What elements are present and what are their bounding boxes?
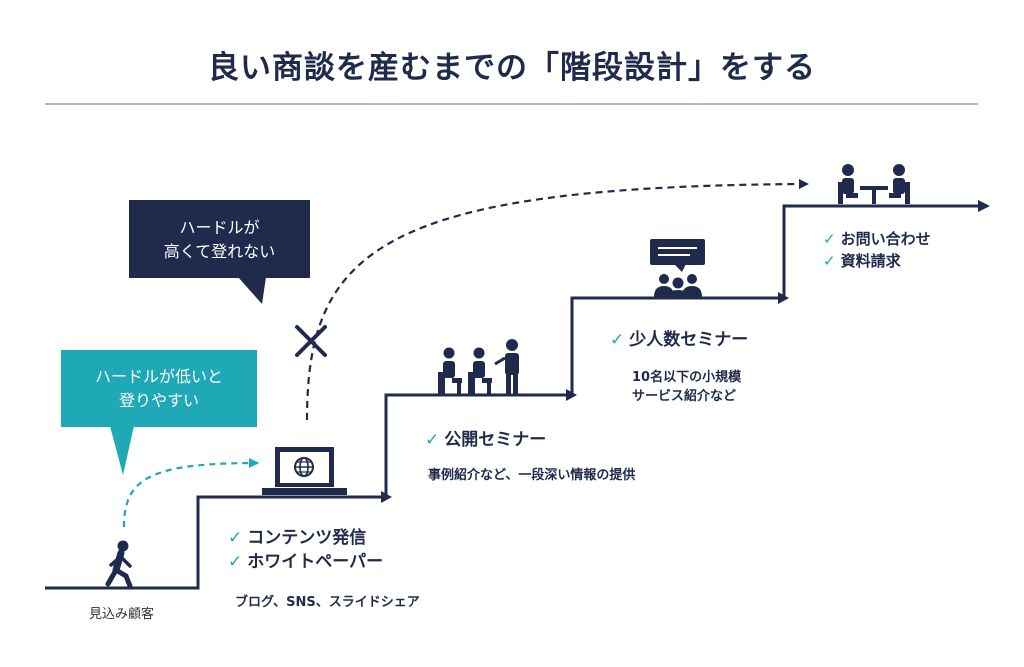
step2-text: ✓公開セミナー (425, 428, 546, 452)
step3-check-1: ✓少人数セミナー (610, 330, 749, 350)
bubble-low-line2: 登りやすい (118, 391, 199, 410)
bubble-low-tail (110, 426, 134, 475)
check-icon: ✓ (823, 252, 836, 270)
small-group-seminar-icon (650, 239, 705, 298)
step4-check-1: ✓お問い合わせ (823, 230, 931, 248)
easy-path-arrow (122, 458, 259, 528)
prospect-label: 見込み顧客 (89, 607, 155, 622)
bubble-low-line1: ハードルが低いと (94, 367, 223, 386)
meeting-table-icon (838, 164, 910, 204)
step2-arrow-head (566, 389, 577, 401)
check-icon: ✓ (823, 230, 836, 248)
step1-check-1: ✓コンテンツ発信 (228, 528, 367, 548)
step3-detail-line1: 10名以下の小規模 (632, 370, 742, 385)
step1-detail: ブログ、SNS、スライドシェア (235, 595, 420, 610)
step1-arrow-head (381, 491, 392, 503)
step3-arrow-head (778, 292, 789, 304)
bubble-high-line2: 高くて登れない (163, 242, 276, 261)
step1-text: ✓コンテンツ発信 ✓ホワイトペーパー (228, 526, 383, 574)
walking-person-icon (105, 540, 133, 589)
bubble-low-hurdle: ハードルが低いと 登りやすい (61, 350, 257, 427)
blocked-path-arrow (305, 179, 809, 421)
laptop-globe-icon (262, 447, 347, 495)
check-icon: ✓ (610, 330, 625, 350)
step2-detail: 事例紹介など、一段深い情報の提供 (428, 468, 636, 483)
bubble-high-line1: ハードルが (179, 218, 260, 237)
page-title: 良い商談を産むまでの「階段設計」をする (208, 50, 816, 86)
blocked-x-icon (295, 325, 327, 357)
step2-check-1: ✓公開セミナー (425, 430, 547, 450)
step4-arrow-head (978, 200, 990, 212)
bubble-high-tail (238, 277, 266, 304)
step3-text: ✓少人数セミナー (610, 328, 748, 352)
step3-detail: 10名以下の小規模 サービス紹介など (632, 368, 741, 406)
step3-detail-line2: サービス紹介など (632, 389, 737, 404)
seminar-audience-icon (438, 339, 519, 395)
step4-text: ✓お問い合わせ ✓資料請求 (823, 228, 931, 272)
step4-check-2: ✓資料請求 (823, 252, 901, 270)
check-icon: ✓ (228, 528, 243, 548)
check-icon: ✓ (228, 552, 243, 572)
bubble-high-hurdle: ハードルが 高くて登れない (129, 200, 310, 278)
step1-check-2: ✓ホワイトペーパー (228, 552, 384, 572)
check-icon: ✓ (425, 430, 440, 450)
